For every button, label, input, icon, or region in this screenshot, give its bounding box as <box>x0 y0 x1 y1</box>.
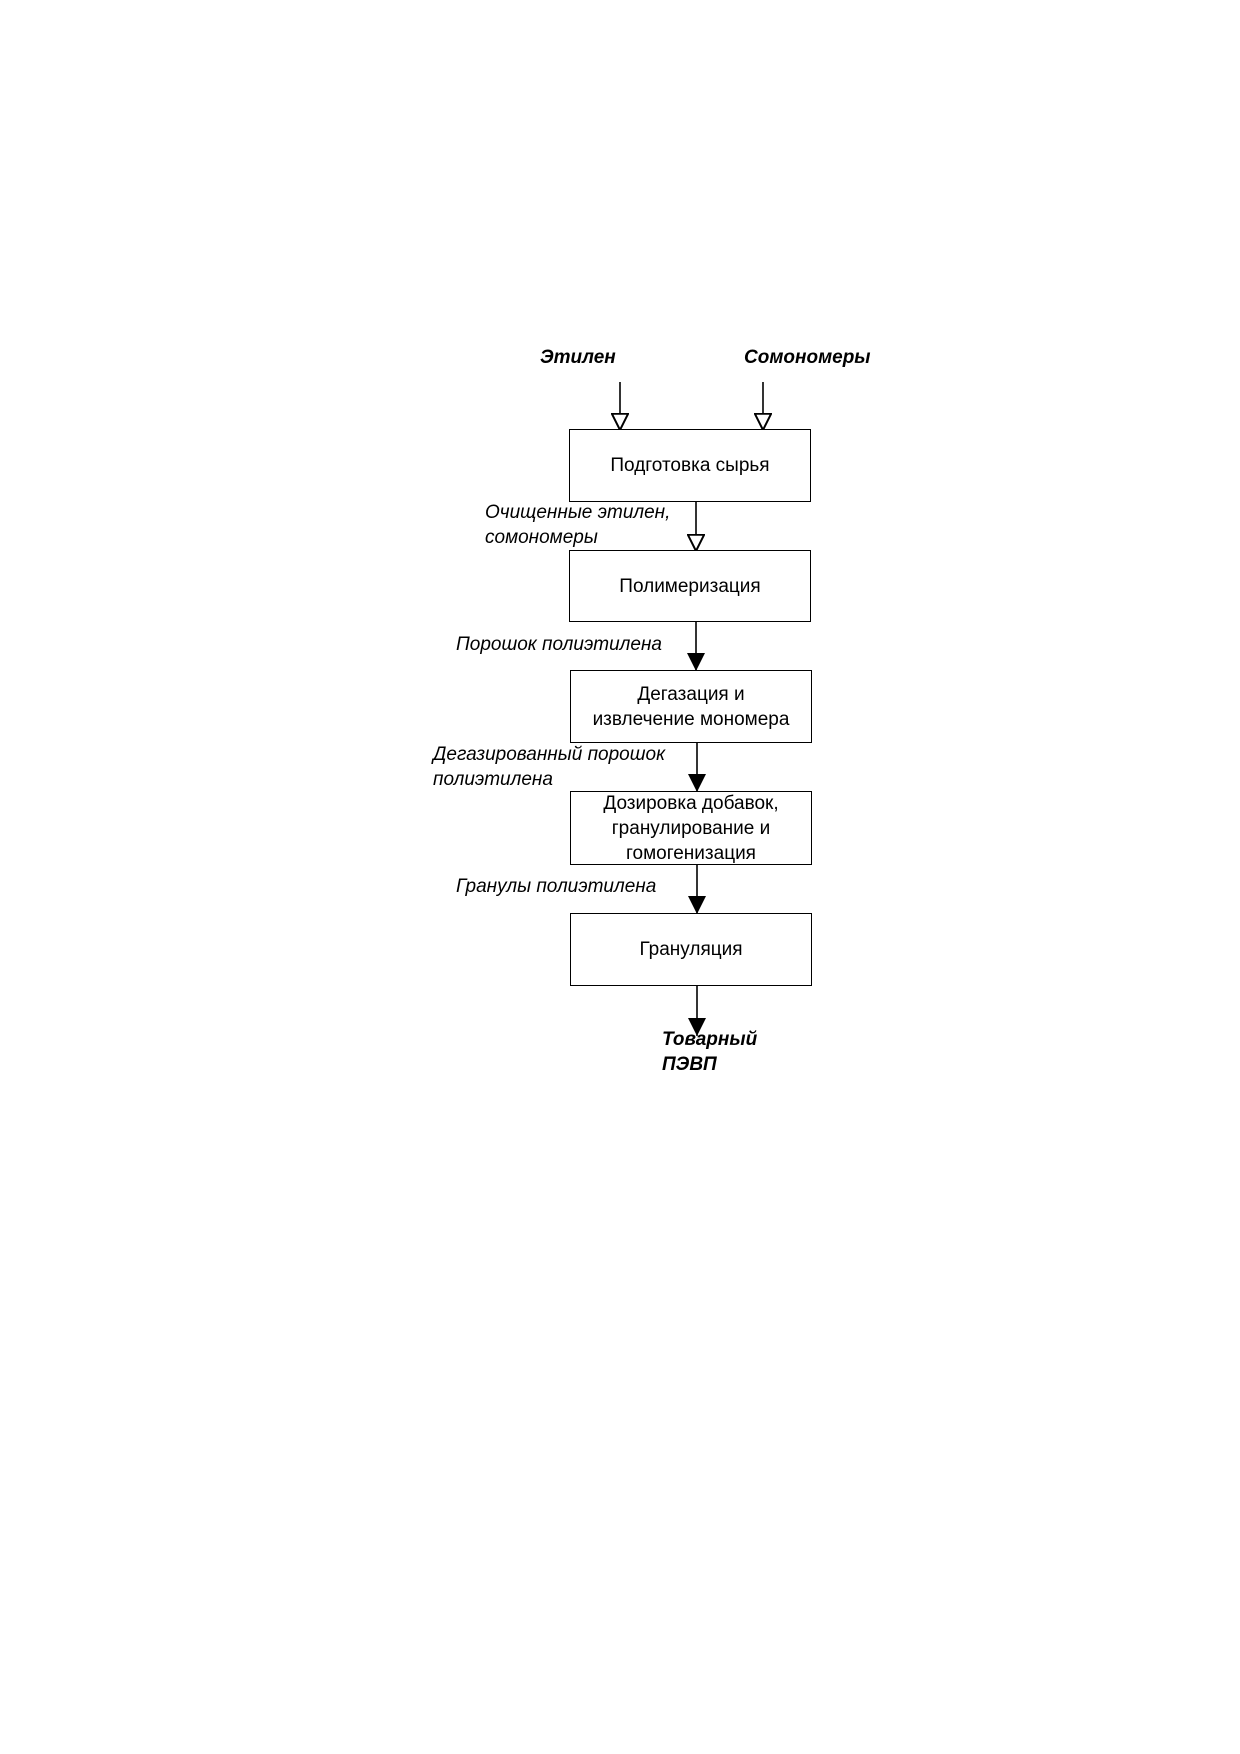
ethylene-input-label: Этилен <box>540 347 616 368</box>
flow-label-degassed-powder: Дегазированный порошок полиэтилена <box>433 744 666 790</box>
flow-label-purified-feed: Очищенные этилен, сомономеры <box>485 502 671 548</box>
step-granulation: Грануляция <box>570 913 812 986</box>
step-degassing: Дегазация и извлечение мономера <box>570 670 812 743</box>
output-label: Товарный ПЭВП <box>662 1029 758 1075</box>
step-additives-dosing: Дозировка добавок, гранулирование и гомо… <box>570 791 812 865</box>
step-polymerization: Полимеризация <box>569 550 811 622</box>
step-feed-preparation: Подготовка сырья <box>569 429 811 502</box>
flow-label-pe-powder: Порошок полиэтилена <box>456 634 662 655</box>
comonomers-input-label: Сомономеры <box>744 347 871 368</box>
flow-label-pe-granules: Гранулы полиэтилена <box>456 876 657 897</box>
